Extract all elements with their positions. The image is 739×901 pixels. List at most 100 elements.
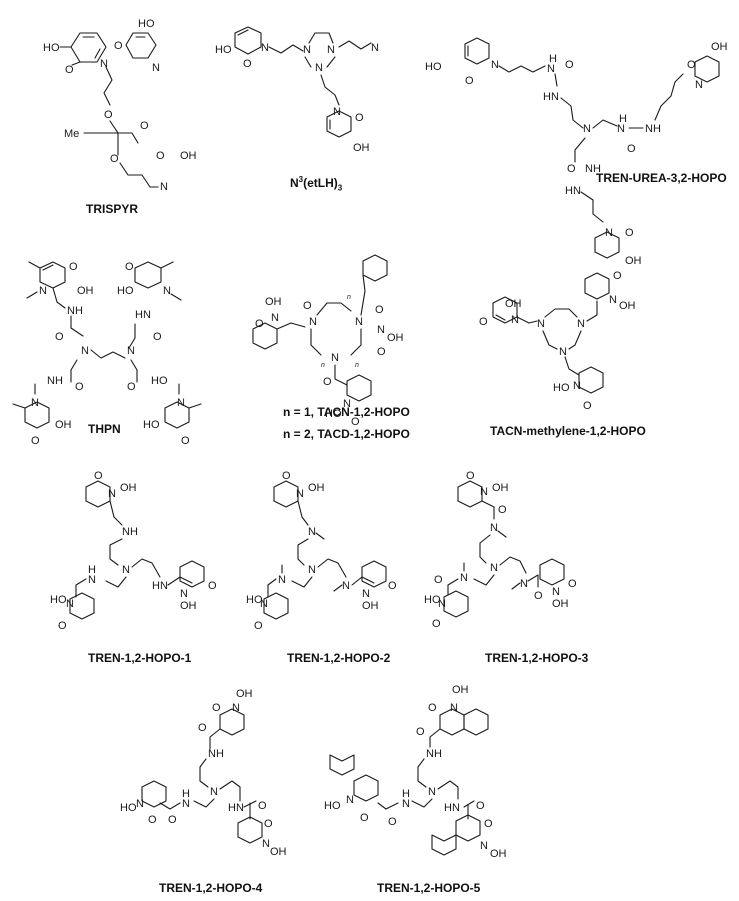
svg-text:OH: OH [552, 598, 569, 610]
svg-text:O: O [94, 470, 103, 482]
svg-text:O: O [323, 376, 332, 388]
svg-text:OH: OH [452, 684, 469, 696]
svg-text:O: O [613, 270, 622, 282]
structure-tren-hopo-5: OH O N O NH N HN O O N OH H N O HO N O [324, 684, 507, 860]
svg-text:N: N [136, 798, 144, 810]
svg-text:O: O [625, 227, 634, 239]
svg-text:N: N [511, 314, 519, 326]
svg-text:O: O [243, 58, 252, 70]
svg-text:N: N [278, 574, 286, 586]
svg-text:O: O [479, 316, 488, 328]
svg-text:NH: NH [426, 748, 442, 760]
structure-thpn: O N OH NH O N N O HN O N HO O NH N OH O … [12, 261, 202, 447]
svg-text:H: H [182, 788, 190, 800]
svg-text:O: O [55, 331, 64, 343]
compound-n3etlh3: HO O N N N N N N O OH [215, 25, 385, 160]
svg-text:N: N [402, 798, 410, 810]
svg-text:N: N [127, 345, 135, 357]
svg-text:O: O [254, 620, 263, 632]
svg-text:OH: OH [236, 688, 253, 700]
compound-thpn: O N OH NH O N N O HN O N HO O NH N OH O … [5, 258, 215, 447]
svg-text:Me: Me [64, 128, 79, 140]
svg-text:N: N [343, 398, 351, 410]
svg-text:N: N [537, 318, 545, 330]
svg-text:O: O [432, 618, 441, 630]
svg-text:NH: NH [208, 748, 224, 760]
svg-text:O: O [264, 818, 273, 830]
svg-text:N: N [296, 488, 304, 500]
svg-text:HO: HO [50, 594, 67, 606]
svg-text:N: N [232, 702, 240, 714]
svg-text:H: H [549, 53, 557, 65]
svg-text:N: N [520, 578, 528, 590]
compound-trispyr: HO O N O Me HO O N O N O OH O [40, 18, 197, 195]
svg-text:O: O [465, 75, 474, 87]
svg-text:N: N [559, 346, 567, 358]
svg-text:O: O [466, 470, 475, 482]
svg-text:OH: OH [180, 150, 197, 162]
label-tacn: n = 1, TACN-1,2-HOPO [283, 405, 410, 419]
svg-text:N: N [331, 352, 339, 364]
svg-text:N: N [552, 586, 560, 598]
svg-text:HN: HN [135, 309, 151, 321]
svg-text:N: N [261, 42, 269, 54]
svg-text:N: N [371, 42, 379, 54]
svg-text:HO: HO [117, 285, 134, 297]
structure-tren-hopo-1: O N OH NH N HN O N OH H N HO N O [50, 470, 217, 632]
svg-text:N: N [460, 572, 468, 584]
label-n3-main: N [290, 176, 299, 190]
structure-tren-hopo-4: OH O N O NH N HN O O N OH H N O HO N O [120, 688, 287, 858]
compound-tren-hopo-4: OH O N O NH N HN O O N OH H N O HO N O [120, 688, 300, 858]
svg-text:O: O [181, 435, 190, 447]
svg-text:N: N [152, 62, 160, 74]
svg-text:O: O [31, 435, 40, 447]
svg-text:HO: HO [325, 408, 342, 420]
svg-text:NH: NH [585, 163, 601, 175]
svg-text:N: N [100, 58, 108, 70]
svg-text:O: O [69, 261, 78, 273]
label-tren-hopo-3: TREN-1,2-HOPO-3 [485, 651, 589, 665]
svg-text:O: O [416, 726, 425, 738]
label-thpn: THPN [88, 422, 121, 436]
svg-text:OH: OH [353, 142, 370, 154]
svg-text:N: N [160, 181, 168, 193]
svg-text:OH: OH [77, 285, 94, 297]
svg-text:N: N [315, 62, 323, 74]
svg-text:O: O [168, 814, 177, 826]
compound-tacn-methylene: OH O N N N N O N OH HO N O [479, 265, 636, 412]
svg-text:N: N [617, 123, 625, 135]
label-tacd: n = 2, TACD-1,2-HOPO [283, 427, 410, 441]
svg-text:N: N [303, 44, 311, 56]
svg-text:OH: OH [308, 482, 325, 494]
svg-text:N: N [327, 44, 335, 56]
svg-text:HN: HN [152, 580, 168, 592]
svg-text:N: N [108, 488, 116, 500]
svg-text:OH: OH [180, 600, 197, 612]
svg-text:HN: HN [444, 802, 460, 814]
svg-text:N: N [180, 588, 188, 600]
label-trispyr: TRISPYR [86, 202, 139, 216]
svg-text:N: N [308, 526, 316, 538]
compound-tren-hopo-5: OH O N O NH N HN O O N OH H N O HO N O [324, 684, 520, 865]
svg-text:O: O [388, 580, 397, 592]
svg-text:O: O [375, 304, 384, 316]
svg-text:O: O [153, 331, 162, 343]
svg-text:OH: OH [711, 41, 728, 53]
svg-text:H: H [619, 113, 627, 125]
svg-text:N: N [271, 312, 279, 324]
svg-text:O: O [476, 800, 485, 812]
label-tren-urea: TREN-UREA-3,2-HOPO [596, 171, 727, 185]
svg-text:O: O [351, 416, 360, 428]
svg-text:O: O [355, 112, 364, 124]
svg-text:N: N [377, 324, 385, 336]
svg-text:NH: NH [122, 526, 138, 538]
svg-text:N: N [309, 316, 317, 328]
svg-text:O: O [65, 64, 74, 76]
svg-text:N: N [177, 397, 185, 409]
structure-tren-urea: HO O N H N O HN N H N NH O OH O N NH O H… [425, 37, 728, 267]
svg-text:n: n [355, 362, 359, 369]
svg-text:H: H [402, 788, 410, 800]
svg-text:O: O [75, 381, 84, 393]
svg-text:N: N [260, 598, 268, 610]
svg-text:O: O [104, 109, 113, 121]
